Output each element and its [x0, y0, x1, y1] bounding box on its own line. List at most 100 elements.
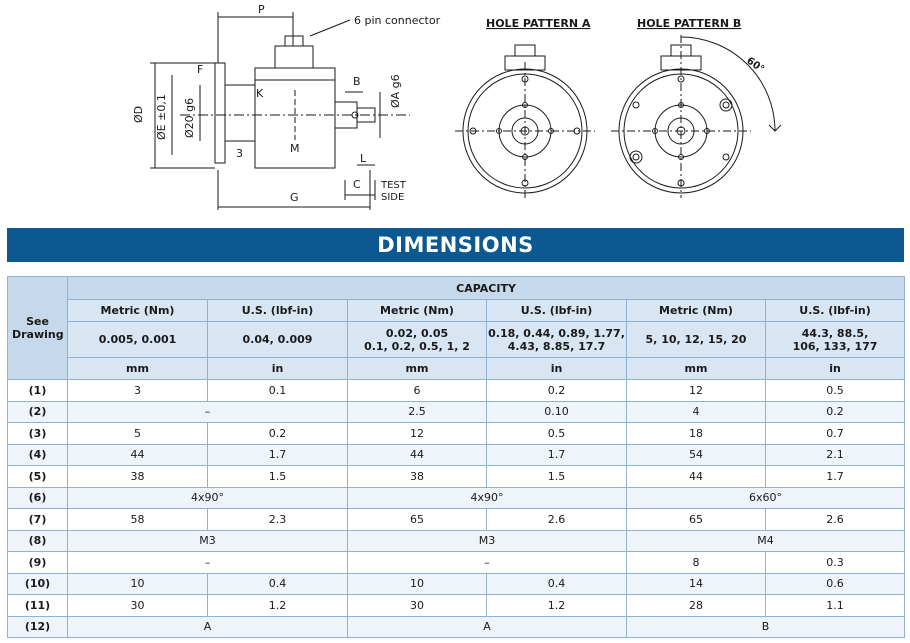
dimension-value: 1.7 [486, 443, 627, 466]
dimension-value: 1.7 [764, 465, 906, 488]
dimension-value: 38 [347, 465, 487, 488]
unit-header: mm [347, 357, 487, 380]
dimension-value: 6x60° [625, 486, 906, 509]
dimension-value: M3 [67, 529, 348, 552]
table-row: (6)4x90°4x90°6x60° [7, 486, 906, 509]
row-label: (7) [7, 508, 68, 531]
dimension-value: 0.1 [207, 379, 348, 402]
capacity-value: 0.005, 0.001 [67, 321, 208, 358]
dimension-value: 1.2 [207, 594, 348, 617]
row-label: (9) [7, 551, 68, 574]
row-label: (2) [7, 400, 68, 423]
dimension-value: 2.6 [764, 508, 906, 531]
dimension-value: – [67, 551, 348, 574]
dimension-value: – [347, 551, 627, 574]
unit-system-header: Metric (Nm) [626, 299, 766, 322]
dimension-value: 30 [67, 594, 208, 617]
dimension-value: 65 [347, 508, 487, 531]
dimension-value: 12 [347, 422, 487, 445]
dim-label-b: B [353, 75, 361, 88]
dimension-value: 12 [626, 379, 766, 402]
capacity-value: 44.3, 88.5,106, 133, 177 [764, 321, 906, 358]
row-label: (5) [7, 465, 68, 488]
dimension-value: 14 [626, 572, 766, 595]
dimension-value: 44 [347, 443, 487, 466]
row-label: (3) [7, 422, 68, 445]
row-label: (6) [7, 486, 68, 509]
dimension-value: 0.2 [207, 422, 348, 445]
unit-header: in [764, 357, 906, 380]
connector-label: 6 pin connector [354, 14, 441, 27]
capacity-header: CAPACITY [66, 276, 906, 300]
dimension-value: 4x90° [347, 486, 627, 509]
dimension-value: 0.5 [764, 379, 906, 402]
dim-label-p: P [258, 3, 265, 16]
dimension-value: 10 [67, 572, 208, 595]
dimension-value: 0.2 [486, 379, 627, 402]
hole-pattern-a-title: HOLE PATTERN A [486, 17, 591, 30]
dimension-value: 44 [67, 443, 208, 466]
dim-label-e: ØE ±0,1 [155, 94, 168, 140]
dimension-value: 4 [626, 400, 766, 423]
dimension-value: 0.4 [207, 572, 348, 595]
dimension-value: 8 [626, 551, 766, 574]
row-label: (11) [7, 594, 68, 617]
dimension-value: 65 [626, 508, 766, 531]
dimension-value: 0.4 [486, 572, 627, 595]
dimension-value: 1.7 [207, 443, 348, 466]
dimension-value: 18 [626, 422, 766, 445]
dim-label-f: F [197, 63, 203, 76]
dim-label-c: C [353, 178, 361, 191]
dimension-value: 6 [347, 379, 487, 402]
unit-system-header: Metric (Nm) [347, 299, 487, 322]
dimension-value: B [625, 615, 906, 638]
dimension-value: M4 [625, 529, 906, 552]
dimension-value: 44 [626, 465, 766, 488]
dimension-value: A [67, 615, 348, 638]
row-label: (1) [7, 379, 68, 402]
dimension-value: 1.2 [486, 594, 627, 617]
dimension-value: 0.2 [764, 400, 906, 423]
test-side-label-2: SIDE [381, 192, 404, 203]
row-label: (10) [7, 572, 68, 595]
dimensions-banner: DIMENSIONS [7, 228, 904, 262]
dimension-value: 2.1 [764, 443, 906, 466]
dimension-value: 58 [67, 508, 208, 531]
dim-label-l: L [360, 152, 367, 165]
unit-header: in [486, 357, 627, 380]
unit-system-header: U.S. (lbf-in) [486, 299, 627, 322]
capacity-value: 0.04, 0.009 [207, 321, 348, 358]
dimension-value: 0.5 [486, 422, 627, 445]
dimension-value: 5 [67, 422, 208, 445]
dimension-value: 1.5 [486, 465, 627, 488]
see-drawing-header: See Drawing [7, 276, 68, 380]
unit-system-header: Metric (Nm) [67, 299, 208, 322]
unit-header: mm [626, 357, 766, 380]
dimension-value: 1.5 [207, 465, 348, 488]
dimension-value: 0.3 [764, 551, 906, 574]
row-label: (4) [7, 443, 68, 466]
dimension-value: 4x90° [67, 486, 348, 509]
dimension-value: 2.6 [486, 508, 627, 531]
dim-label-g: G [290, 191, 299, 204]
dimension-value: 3 [67, 379, 208, 402]
dimension-value: 0.6 [764, 572, 906, 595]
row-label: (8) [7, 529, 68, 552]
dimension-value: 2.3 [207, 508, 348, 531]
test-side-label-1: TEST [380, 180, 407, 191]
dim-label-d20: Ø20 g6 [183, 98, 196, 138]
dimensions-table: See Drawing CAPACITY Metric (Nm)U.S. (lb… [7, 276, 906, 638]
row-label: (12) [7, 615, 68, 638]
capacity-value: 5, 10, 12, 15, 20 [626, 321, 766, 358]
dim-label-m: M [290, 142, 300, 155]
